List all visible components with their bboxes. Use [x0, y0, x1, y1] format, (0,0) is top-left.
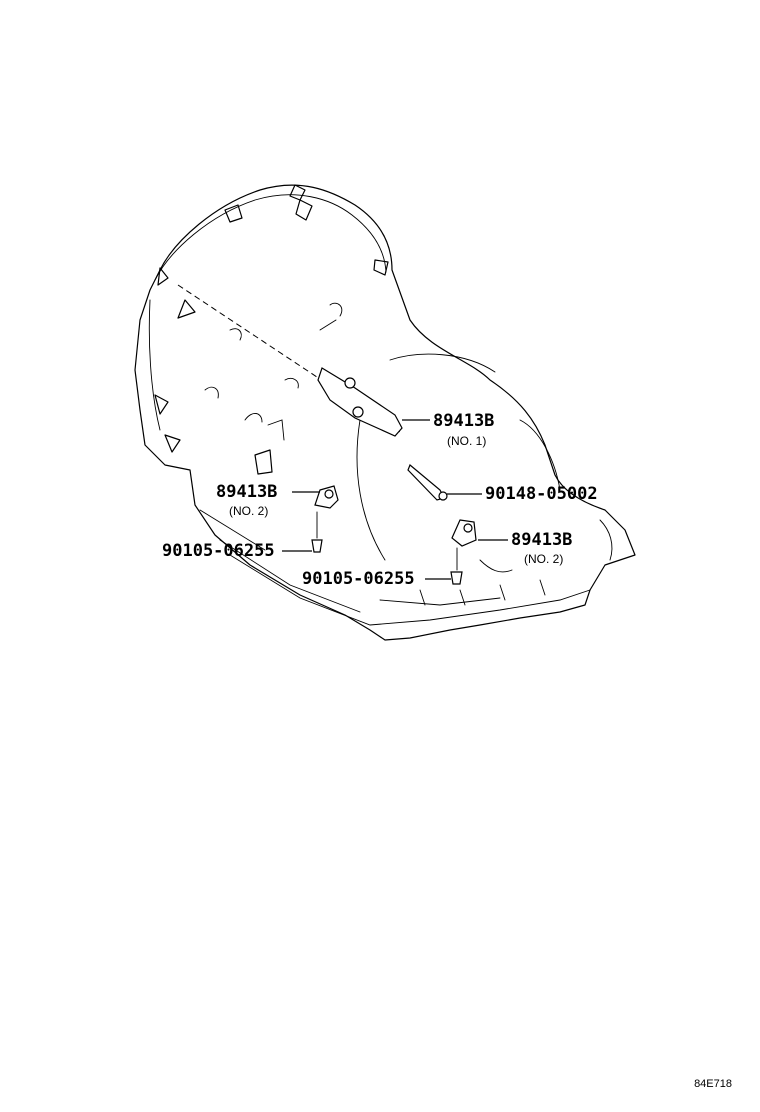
callout-89413b-no1-note: (NO. 1)	[447, 434, 487, 448]
callout-90105-06255-right-code[interactable]: 90105-06255	[302, 569, 415, 589]
callout-89413b-no1-code[interactable]: 89413B	[433, 411, 495, 431]
callout-89413b-no2-right-note: (NO. 2)	[524, 552, 564, 566]
callout-89413b-no2-left-code[interactable]: 89413B	[216, 482, 278, 502]
callout-89413b-no2-left-note: (NO. 2)	[229, 504, 269, 518]
figure-id: 84E718	[694, 1078, 732, 1090]
callout-89413b-no2-right-code[interactable]: 89413B	[511, 530, 573, 550]
callout-90148-05002-code[interactable]: 90148-05002	[485, 484, 598, 504]
callout-90105-06255-left-code[interactable]: 90105-06255	[162, 541, 275, 561]
